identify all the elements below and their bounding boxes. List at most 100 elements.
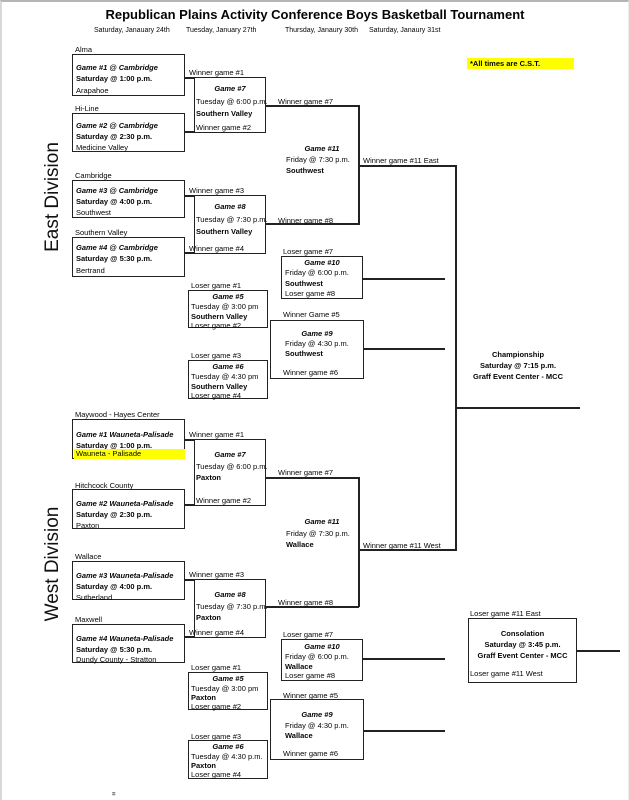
host-label: Paxton: [196, 613, 222, 622]
feeder-label: Winner game #1: [189, 68, 245, 77]
bracket-line: [364, 730, 445, 732]
bracket-line: [577, 650, 620, 652]
game-time: Saturday @ 1:00 p.m.: [76, 74, 153, 83]
times-note: *All times are C.S.T.: [470, 59, 541, 68]
game-title: Game #6: [212, 742, 244, 751]
bracket-line: [359, 165, 457, 167]
highlighted-team-label: Wauneta - Palisade: [74, 449, 185, 459]
game-time: Friday @ 7:30 p.m.: [286, 155, 350, 164]
game-title: Game #7: [214, 450, 246, 459]
feeder-label: Winner game #6: [283, 749, 339, 758]
game-box-west-4: [72, 624, 185, 663]
game-time: Friday @ 6:00 p.m.: [285, 652, 349, 661]
feeder-label: Loser game #1: [191, 663, 242, 672]
game-time: Tuesday @ 6:00 p.m.: [196, 462, 268, 471]
feeder-label: Winner game #8: [278, 216, 334, 225]
game-box-west-8: [194, 579, 266, 638]
feeder-label: Winner game #2: [196, 123, 252, 132]
team-label: Dundy County - Stratton: [76, 655, 157, 664]
game-box-east-5: [188, 290, 268, 328]
game-title: Game #1 Wauneta-Palisade: [76, 430, 174, 439]
game-time: Tuesday @ 4:30 p.m.: [191, 752, 263, 761]
game-time: Tuesday @ 7:30 p.m.: [196, 602, 268, 611]
game-box-east-10: [281, 256, 363, 299]
game-title: Game #2 @ Cambridge: [76, 121, 158, 130]
game-time: Saturday @ 1:00 p.m.: [76, 441, 153, 450]
feeder-label: Winner game #4: [189, 628, 245, 637]
times-note-highlight: *All times are C.S.T.: [467, 58, 574, 69]
column-header-round4: Saturday, Janaury 31st: [369, 27, 441, 34]
game-title: Game #10: [304, 642, 340, 651]
game-time: Friday @ 6:00 p.m.: [285, 268, 349, 277]
game-title: Game #4 Wauneta-Palisade: [76, 634, 174, 643]
bracket-line: [185, 439, 195, 441]
feeder-label: Winner game #7: [278, 97, 334, 106]
game-time: Saturday @ 5:30 p.m.: [76, 254, 153, 263]
game-time: Tuesday @ 4:30 pm: [191, 372, 259, 381]
team-label: Hi-Line: [75, 104, 99, 113]
feeder-label: Winner game #6: [283, 368, 339, 377]
game-box-east-1: [72, 54, 185, 96]
page-title: Republican Plains Activity Conference Bo…: [105, 7, 525, 22]
bracket-line: [358, 105, 360, 225]
team-label: Paxton: [76, 521, 100, 530]
game-box-west-10: [281, 639, 363, 681]
team-label: Southwest: [76, 208, 112, 217]
bracket-line: [456, 407, 580, 409]
column-header-round3: Thursday, Janaury 30th: [285, 27, 359, 34]
team-label: Maxwell: [75, 615, 103, 624]
game-title: Game #8: [214, 590, 246, 599]
championship-venue: Graff Event Center - MCC: [472, 372, 563, 381]
feeder-label: Winner game #3: [189, 570, 245, 579]
game-title: Game #11: [304, 144, 340, 153]
game-box-east-3: [72, 180, 185, 218]
championship-time: Saturday @ 7:15 p.m.: [479, 361, 557, 370]
feeder-label: Winner game #3: [189, 186, 245, 195]
consolation-title: Consolation: [500, 629, 545, 638]
team-label: Bertrand: [76, 266, 105, 275]
host-label: Southwest: [285, 279, 323, 288]
feeder-label: Loser game #7: [283, 630, 334, 639]
consolation-time: Saturday @ 3:45 p.m.: [484, 640, 561, 649]
consolation-venue: Graff Event Center - MCC: [477, 651, 568, 660]
feeder-label: Loser game #8: [285, 671, 336, 680]
game-time: Friday @ 7:30 p.m.: [286, 529, 350, 538]
feeder-label: Winner game #4: [189, 244, 245, 253]
game-box-west-7: [194, 439, 266, 506]
host-label: Wallace: [285, 662, 313, 671]
game-box-east-2: [72, 113, 185, 152]
column-header-round2: Tuesday, January 27th: [186, 27, 257, 34]
game-title: Game #5: [212, 674, 244, 683]
game-title: Game #10: [304, 258, 340, 267]
feeder-label: Loser game #4: [191, 391, 242, 400]
advancer-label: Winner game #11 East: [363, 156, 439, 165]
team-label: Cambridge: [75, 171, 112, 180]
game-box-west-6: [188, 740, 268, 779]
feeder-label: Loser game #3: [191, 732, 242, 741]
bracket-line: [266, 606, 359, 608]
footer-mark: =: [112, 792, 116, 798]
game-time: Tuesday @ 3:00 pm: [191, 684, 259, 693]
host-label: Southwest: [285, 349, 323, 358]
bracket-line: [185, 504, 195, 506]
feeder-label: Loser game #8: [285, 289, 336, 298]
west-division-label: West Division: [42, 506, 63, 622]
game-box-east-6: [188, 360, 268, 399]
game-box-west-2: [72, 489, 185, 529]
game-title: Game #9: [301, 329, 333, 338]
bracket-line: [358, 477, 360, 607]
game-title: Game #8: [214, 202, 246, 211]
game-box-east-9: [270, 320, 364, 379]
bracket-line: [185, 195, 195, 197]
bracket-line: [363, 278, 445, 280]
game-title: Game #9: [301, 710, 333, 719]
host-label: Paxton: [191, 693, 217, 702]
feeder-label: Winner game #7: [278, 468, 334, 477]
bracket-line: [364, 348, 445, 350]
game-title: Game #11: [304, 517, 340, 526]
game-time: Friday @ 4:30 p.m.: [285, 339, 349, 348]
bracket-line: [185, 252, 195, 254]
east-division-label: East Division: [42, 142, 63, 252]
team-label: Sutherland: [76, 593, 113, 602]
